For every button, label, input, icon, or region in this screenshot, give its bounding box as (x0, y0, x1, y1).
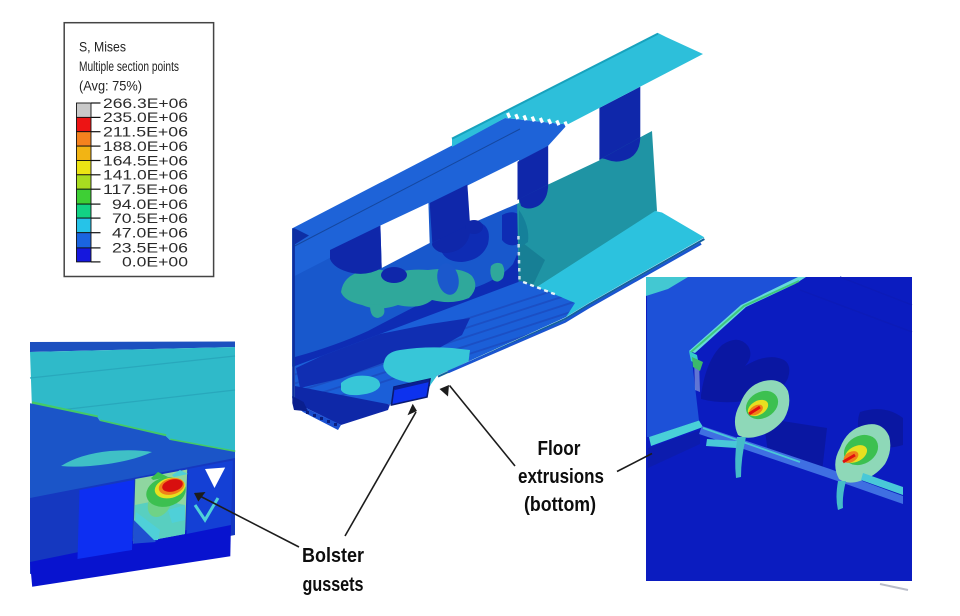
svg-text:211.5E+06: 211.5E+06 (103, 124, 188, 140)
svg-text:70.5E+06: 70.5E+06 (112, 210, 188, 226)
svg-text:0.0E+00: 0.0E+00 (122, 254, 188, 270)
svg-text:(bottom): (bottom) (524, 494, 596, 516)
svg-text:94.0E+06: 94.0E+06 (112, 196, 188, 212)
svg-text:Bolster: Bolster (302, 545, 364, 567)
svg-text:extrusions: extrusions (518, 466, 604, 488)
svg-text:141.0E+06: 141.0E+06 (103, 167, 188, 183)
svg-text:(Avg: 75%): (Avg: 75%) (79, 79, 142, 94)
svg-text:164.5E+06: 164.5E+06 (103, 152, 188, 168)
svg-text:235.0E+06: 235.0E+06 (103, 109, 188, 125)
svg-text:23.5E+06: 23.5E+06 (112, 240, 188, 256)
svg-text:47.0E+06: 47.0E+06 (112, 225, 188, 241)
svg-text:188.0E+06: 188.0E+06 (103, 138, 188, 154)
svg-text:S, Mises: S, Mises (79, 40, 126, 55)
svg-text:117.5E+06: 117.5E+06 (103, 181, 188, 197)
svg-text:Multiple section points: Multiple section points (79, 59, 179, 74)
svg-text:266.3E+06: 266.3E+06 (103, 95, 188, 111)
svg-text:gussets: gussets (303, 574, 364, 596)
svg-text:Floor: Floor (538, 438, 581, 460)
